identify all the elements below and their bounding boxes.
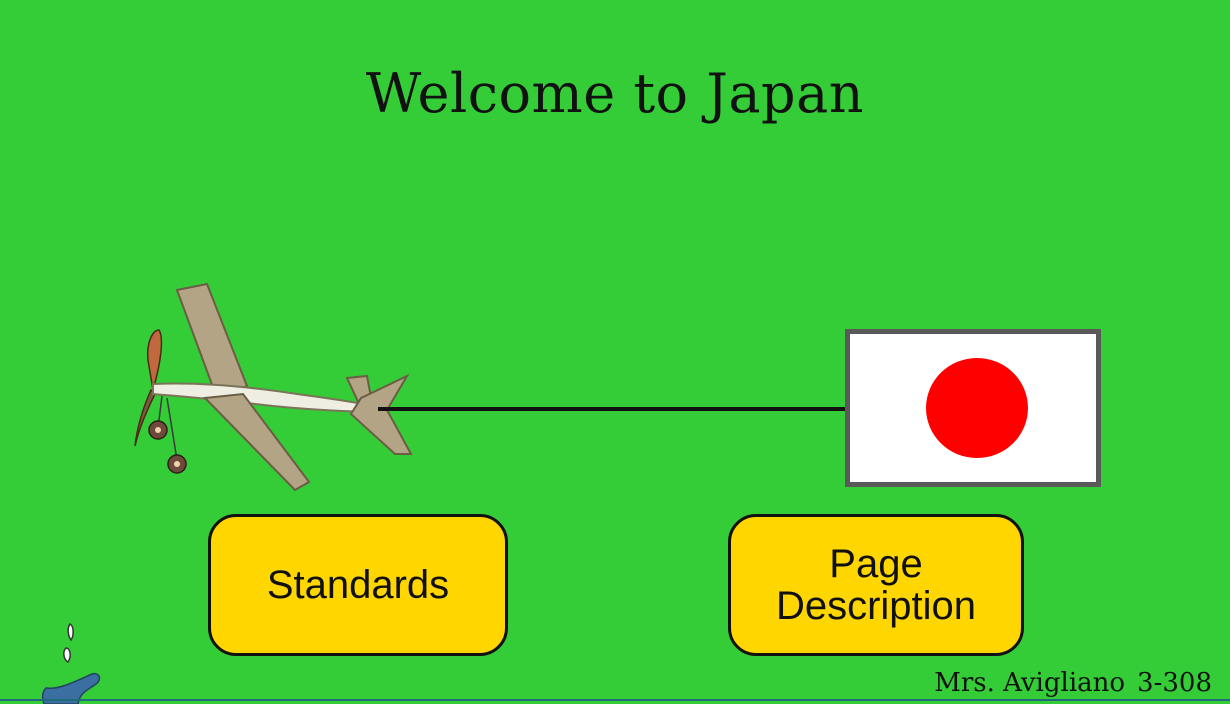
standards-button[interactable]: Standards <box>208 514 508 656</box>
airplane-icon <box>134 282 413 492</box>
flag-sun-disc <box>926 358 1028 458</box>
japan-flag-icon[interactable] <box>845 329 1101 487</box>
tow-line <box>378 407 848 411</box>
room-number: 3-308 <box>1137 668 1212 698</box>
bottom-divider <box>0 699 1230 701</box>
author-name: Mrs. Avigliano <box>934 668 1126 698</box>
author-credit: Mrs. Avigliano 3-308 <box>934 668 1212 698</box>
slide-title: Welcome to Japan <box>365 62 865 125</box>
page-description-label-line1: Page <box>829 542 923 586</box>
standards-button-label: Standards <box>266 563 450 607</box>
japan-map-icon <box>41 623 101 704</box>
page-description-label-line2: Description <box>775 584 977 628</box>
page-description-button[interactable]: Page Description <box>728 514 1024 656</box>
